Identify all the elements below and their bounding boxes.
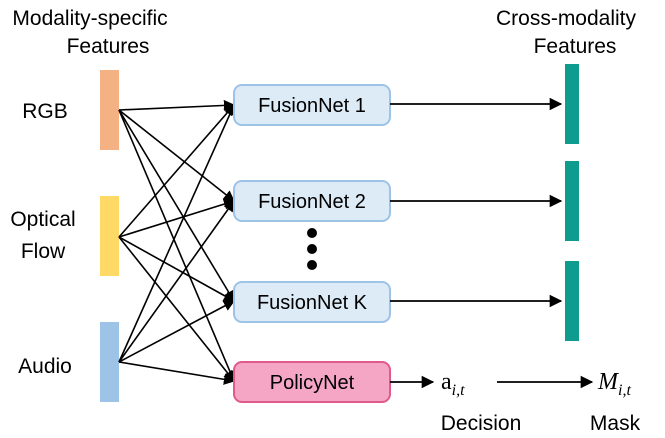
right-header-line1: Cross-modality: [496, 7, 637, 30]
cross-modality-feature-bar-2: [565, 161, 579, 241]
decision-symbol: ai,t: [441, 369, 465, 399]
decision-label: Decision: [441, 412, 522, 435]
cross-modality-feature-bar-k: [565, 261, 579, 341]
fusionnet-1-box: FusionNet 1: [233, 84, 391, 126]
mask-symbol: Mi,t: [597, 369, 631, 399]
fusionnet-2-label: FusionNet 2: [258, 191, 366, 213]
rgb-feature-bar: [100, 70, 119, 150]
fusionnet-k-label: FusionNet K: [257, 292, 368, 314]
modality-label-audio: Audio: [18, 355, 72, 378]
policynet-box: PolicyNet: [233, 361, 391, 403]
left-header-line1: Modality-specific: [12, 7, 167, 30]
optical-flow-feature-bar: [100, 196, 119, 276]
mask-label: Mask: [590, 412, 641, 435]
policynet-label: PolicyNet: [270, 372, 355, 394]
fusionnet-1-label: FusionNet 1: [258, 95, 366, 117]
modality-label-optical-flow-line2: Flow: [21, 240, 66, 263]
modality-to-net-connections: [118, 99, 236, 385]
ellipsis-dots: [307, 228, 317, 270]
modality-label-optical-flow-line1: Optical: [10, 208, 75, 231]
left-header-line2: Features: [67, 35, 150, 58]
fusion-output-arrows: [390, 97, 563, 308]
audio-feature-bar: [100, 322, 119, 402]
cross-modality-feature-bar-1: [565, 64, 579, 144]
fusionnet-2-box: FusionNet 2: [233, 180, 391, 222]
right-header-line2: Features: [534, 35, 617, 58]
fusionnet-k-box: FusionNet K: [233, 281, 391, 323]
modality-label-rgb: RGB: [22, 100, 68, 123]
